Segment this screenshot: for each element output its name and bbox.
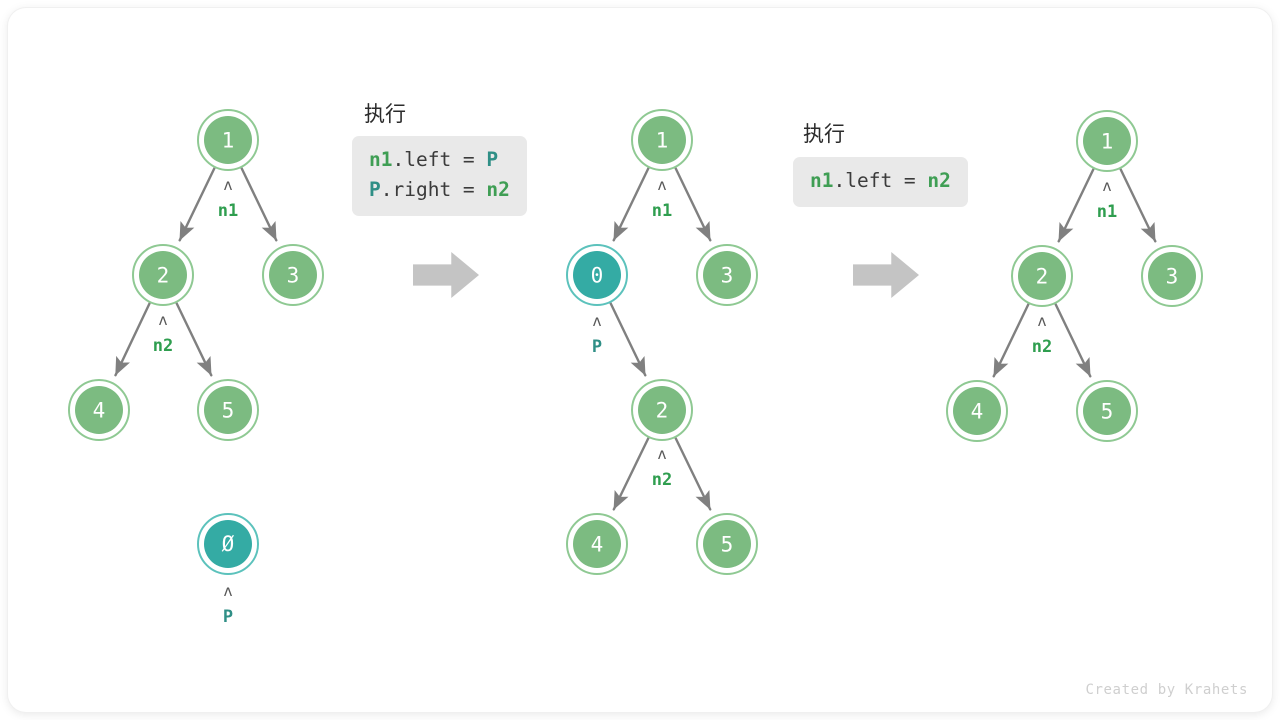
tree-edge-node-0-to-node-2 — [609, 302, 647, 377]
pointer-n2: ʌ n2 — [153, 311, 173, 356]
code-line: n1.left = n2 — [810, 166, 951, 196]
node-value: 3 — [721, 264, 734, 288]
node-value: 1 — [222, 129, 235, 153]
pointer-n2: ʌ n2 — [652, 445, 672, 490]
pointer-caret-icon: ʌ — [592, 312, 601, 330]
tree-node-0-highlight[interactable]: Ø — [197, 513, 259, 575]
node-value: 2 — [656, 399, 669, 423]
code-token: P — [486, 148, 499, 171]
node-value: 1 — [656, 129, 669, 153]
pointer-label-text: n1 — [1097, 202, 1117, 222]
pointer-n2: ʌ n2 — [1032, 312, 1052, 357]
code-token: P — [369, 178, 381, 202]
tree-node-2[interactable]: 2 — [132, 244, 194, 306]
pointer-caret-icon: ʌ — [158, 311, 167, 329]
tree-node-4[interactable]: 4 — [946, 380, 1008, 442]
code-token: n1 — [369, 148, 393, 171]
flow-arrow-2 — [853, 252, 919, 298]
tree-node-4[interactable]: 4 — [68, 379, 130, 441]
tree-node-5[interactable]: 5 — [1076, 380, 1138, 442]
pointer-caret-icon: ʌ — [1102, 177, 1111, 195]
tree-edge-node-2-to-node-5 — [1054, 303, 1092, 378]
node-value: 2 — [1036, 265, 1049, 289]
tree-node-3[interactable]: 3 — [696, 244, 758, 306]
tree-edges — [114, 167, 1157, 511]
flow-arrows — [413, 252, 919, 298]
code-block: n1.left = n2 — [793, 157, 968, 208]
tree-node-5[interactable]: 5 — [197, 379, 259, 441]
tree-node-3[interactable]: 3 — [262, 244, 324, 306]
tree-edge-node-2-to-node-4 — [114, 302, 151, 377]
code-token: .left = — [392, 148, 487, 171]
tree-node-2[interactable]: 2 — [1011, 245, 1073, 307]
pointer-p: ʌP — [592, 312, 602, 357]
tree-node-4[interactable]: 4 — [566, 513, 628, 575]
pointer-caret-icon: ʌ — [657, 445, 666, 463]
tree-edge-node-1-to-node-0 — [612, 167, 650, 242]
pointer-label-text: P — [223, 607, 233, 627]
pointer-n1: ʌ n1 — [218, 176, 238, 221]
tree-node-0-highlight[interactable]: 0 — [566, 244, 628, 306]
tree-edge-node-2-to-node-4 — [612, 437, 650, 511]
node-value: Ø — [222, 532, 235, 556]
code-token: n1 — [810, 169, 834, 192]
tree-node-1[interactable]: 1 — [631, 109, 693, 171]
node-value: 3 — [1166, 265, 1179, 289]
code-token: .left = — [833, 169, 928, 192]
tree-edge-node-2-to-node-5 — [674, 437, 712, 511]
code-token: n2 — [927, 169, 951, 192]
node-value: 1 — [1101, 130, 1114, 154]
tree-edge-node-2-to-node-5 — [175, 302, 213, 377]
tree-node-1[interactable]: 1 — [1076, 110, 1138, 172]
node-value: 4 — [93, 399, 106, 423]
pointer-caret-icon: ʌ — [657, 176, 666, 194]
node-value: 0 — [591, 264, 604, 288]
pointer-p: ʌP — [223, 582, 233, 627]
node-value: 2 — [157, 264, 170, 288]
tree-node-1[interactable]: 1 — [197, 109, 259, 171]
pointer-n1: ʌ n1 — [652, 176, 672, 221]
pointer-n1: ʌ n1 — [1097, 177, 1117, 222]
code-token: n2 — [486, 178, 510, 202]
tree-node-2[interactable]: 2 — [631, 379, 693, 441]
pointer-label-text: n2 — [652, 470, 672, 490]
node-value: 5 — [1101, 400, 1114, 424]
pointer-caret-icon: ʌ — [223, 582, 232, 600]
tree-edge-node-1-to-node-2 — [178, 167, 216, 242]
exec-label: 执行 — [364, 103, 406, 126]
pointer-label-text: n2 — [1032, 337, 1052, 357]
pointer-label-text: P — [592, 337, 602, 357]
pointer-label-text: n2 — [153, 336, 173, 356]
pointer-label-text: n1 — [652, 201, 672, 221]
node-value: 4 — [591, 533, 604, 557]
tree-edge-node-2-to-node-4 — [992, 303, 1030, 378]
node-value: 5 — [222, 399, 235, 423]
tree-edge-node-1-to-node-3 — [240, 167, 278, 242]
tree-edge-node-1-to-node-2 — [1057, 168, 1095, 243]
code-line: P.right = n2 — [369, 175, 510, 205]
exec-label: 执行 — [803, 123, 845, 146]
credit-text: Created by Krahets — [1085, 682, 1248, 698]
pointer-caret-icon: ʌ — [223, 176, 232, 194]
node-value: 4 — [971, 400, 984, 424]
node-value: 3 — [287, 264, 300, 288]
pointer-label-text: n1 — [218, 201, 238, 221]
tree-node-5[interactable]: 5 — [696, 513, 758, 575]
tree-edge-node-1-to-node-3 — [674, 167, 712, 242]
flow-arrow-1 — [413, 252, 479, 298]
tree-edge-node-1-to-node-3 — [1119, 168, 1157, 243]
code-token: .right = — [380, 178, 487, 202]
tree-node-3[interactable]: 3 — [1141, 245, 1203, 307]
code-line: n1.left = P — [369, 145, 510, 175]
node-value: 5 — [721, 533, 734, 557]
pointer-caret-icon: ʌ — [1037, 312, 1046, 330]
